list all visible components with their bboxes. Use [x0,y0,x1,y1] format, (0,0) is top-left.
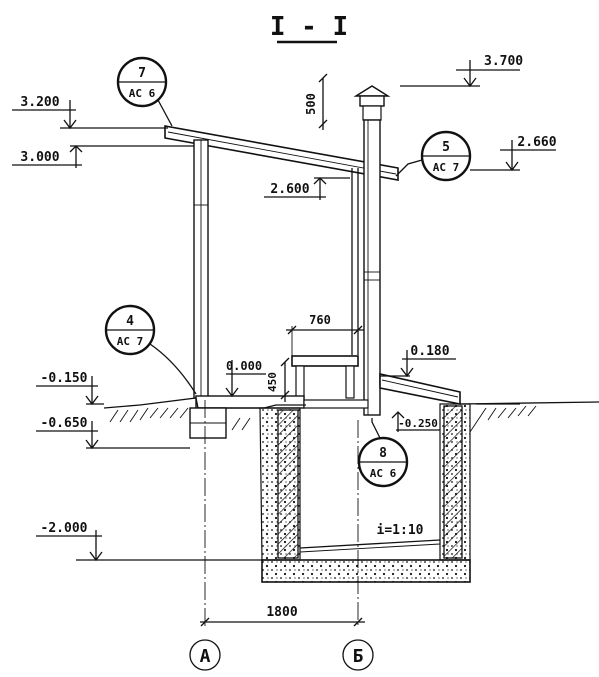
dim-lid-width-text: 760 [309,313,331,327]
callout-5-sheet: AC 7 [433,161,460,174]
left-wall [193,139,209,399]
callout-4-sheet: AC 7 [117,335,144,348]
level-mark-right: 2.660 [470,135,557,172]
section-title: I - I [270,12,348,44]
dim-lid-height-text: 450 [266,372,279,392]
dim-pipe-height: 500 [304,73,328,130]
level-mark-roof-eave: 3.000 [12,145,194,168]
slope-label: i=1:10 [377,523,424,538]
level-mark-ground: -0.150 [36,371,104,406]
level-ground-text: -0.150 [41,371,88,386]
level-roof-eave-text: 3.000 [20,150,59,165]
callout-7-sheet: AC 6 [129,87,156,100]
right-wall [351,168,359,355]
level-footing-text: -0.650 [41,416,88,431]
level-top-text: 3.700 [484,54,523,69]
left-footing [189,407,227,439]
axis-a-marker: A [189,639,221,671]
cover-slab [379,373,461,405]
level-roof-high-text: 3.200 [20,95,59,110]
axis-b-marker: Б [342,639,374,671]
level-mark-pit-top: -0.250 [391,411,440,432]
level-cover-text: 0.180 [410,344,449,359]
level-ceiling-text: 2.600 [270,182,309,197]
axis-b-label: Б [353,646,364,667]
ground [103,397,599,433]
dim-pipe-height-text: 500 [304,93,318,115]
callout-8-sheet: AC 6 [370,467,397,480]
level-mark-floor: 0.000 [225,359,266,398]
callout-7: 7 AC 6 [116,56,173,127]
level-floor-text: 0.000 [226,359,262,373]
cleanout-hatch [291,355,359,399]
vent-pipe [353,85,391,416]
level-mark-pit-bottom: -2.000 [36,521,262,562]
callout-7-num: 7 [138,66,146,81]
level-mark-top: 3.700 [400,54,523,88]
level-mark-cover: 0.180 [380,344,456,378]
level-right-text: 2.660 [517,135,556,150]
section-title-text: I - I [270,12,348,42]
callout-4: 4 AC 7 [104,304,197,395]
callout-4-num: 4 [126,314,134,329]
level-pit-top-text: -0.250 [398,417,438,430]
level-mark-footing: -0.650 [36,416,190,450]
axis-a-label: A [200,646,211,667]
dim-axis-spacing-text: 1800 [266,605,297,620]
roof-slab [164,125,399,181]
level-pit-bottom-text: -2.000 [41,521,88,536]
dim-lid-width: 760 [286,313,364,356]
callout-5: 5 AC 7 [395,130,472,182]
callout-5-num: 5 [442,140,450,155]
dim-axis-spacing: 1800 [200,605,365,627]
callout-8-num: 8 [379,446,387,461]
level-mark-roof-high: 3.200 [12,95,168,130]
pit [259,403,471,583]
axis-lines [204,400,359,628]
level-mark-ceiling: 2.600 [264,177,350,200]
dim-lid-height: 450 [266,357,290,402]
callout-8: 8 AC 6 [357,418,409,488]
